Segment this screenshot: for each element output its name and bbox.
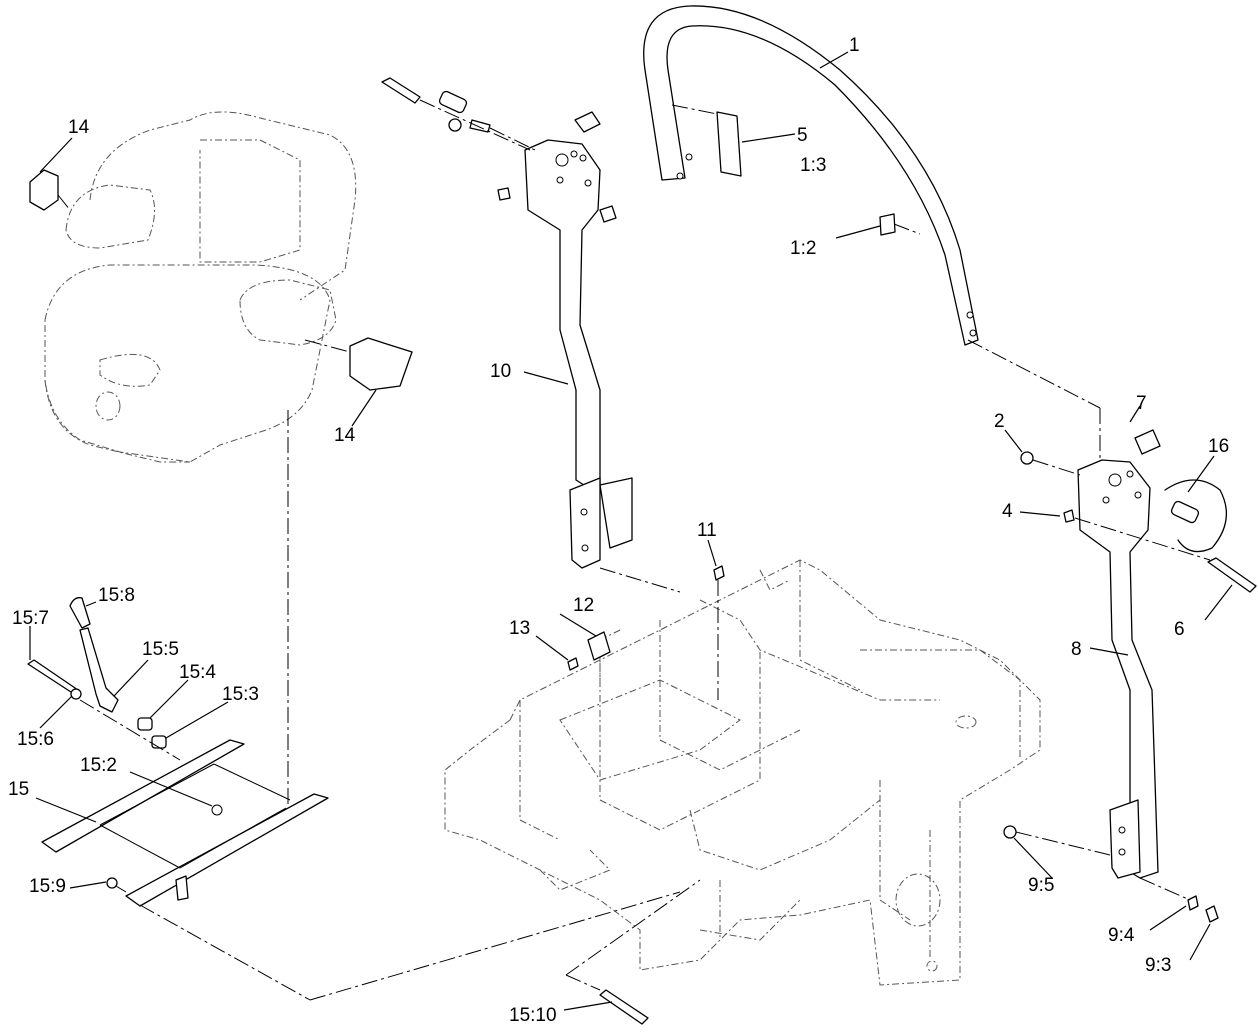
callout-16: 16 xyxy=(1208,436,1230,457)
callout-6: 6 xyxy=(1174,619,1185,640)
callout-4: 4 xyxy=(1002,501,1013,522)
callout-9-3: 9:3 xyxy=(1145,955,1172,976)
pivot-pin xyxy=(139,879,701,1025)
callout-15-4: 15:4 xyxy=(179,662,216,683)
seat-switch-bottom xyxy=(304,337,413,391)
decal-5 xyxy=(716,111,742,177)
callout-5: 5 xyxy=(797,125,808,146)
callout-15: 15 xyxy=(8,779,30,800)
parking-brake-lever xyxy=(27,597,181,893)
left-upright-hardware xyxy=(381,77,617,223)
callout-15-3: 15:3 xyxy=(222,684,259,705)
callout-15-5: 15:5 xyxy=(142,639,179,660)
callout-1-2: 1:2 xyxy=(790,238,817,259)
callout-15-6: 15:6 xyxy=(17,729,54,750)
callout-15-7: 15:7 xyxy=(12,608,49,629)
left-upright-bracket xyxy=(524,139,633,569)
seat-base-frame xyxy=(41,739,329,907)
callout-15-10: 15:10 xyxy=(509,1005,557,1026)
callout-11: 11 xyxy=(697,520,717,541)
callout-7: 7 xyxy=(1136,393,1147,414)
seat-switch-top xyxy=(29,169,71,211)
callout-12: 12 xyxy=(573,595,595,616)
callout-8: 8 xyxy=(1071,639,1082,660)
callout-14-bottom: 14 xyxy=(334,425,356,446)
callout-9-4: 9:4 xyxy=(1108,925,1135,946)
leader-lines xyxy=(29,51,1233,1011)
chassis-frame xyxy=(444,559,1041,986)
callout-13: 13 xyxy=(509,618,531,639)
callout-1: 1 xyxy=(849,35,860,56)
rollbar-hoop xyxy=(643,5,979,346)
callout-15-2: 15:2 xyxy=(80,755,117,776)
callout-9-5: 9:5 xyxy=(1028,875,1055,896)
callout-1-3: 1:3 xyxy=(800,155,827,176)
frame-hardware xyxy=(567,565,1219,923)
seat-assembly xyxy=(44,111,357,810)
decal-1-2 xyxy=(879,213,896,236)
callout-15-8: 15:8 xyxy=(98,585,135,606)
callout-2: 2 xyxy=(994,411,1005,432)
right-upright-bracket xyxy=(1077,459,1159,879)
right-upright-hardware xyxy=(967,339,1257,593)
callout-15-9: 15:9 xyxy=(29,876,66,897)
callout-14-top: 14 xyxy=(68,117,90,138)
callout-10: 10 xyxy=(490,361,512,382)
